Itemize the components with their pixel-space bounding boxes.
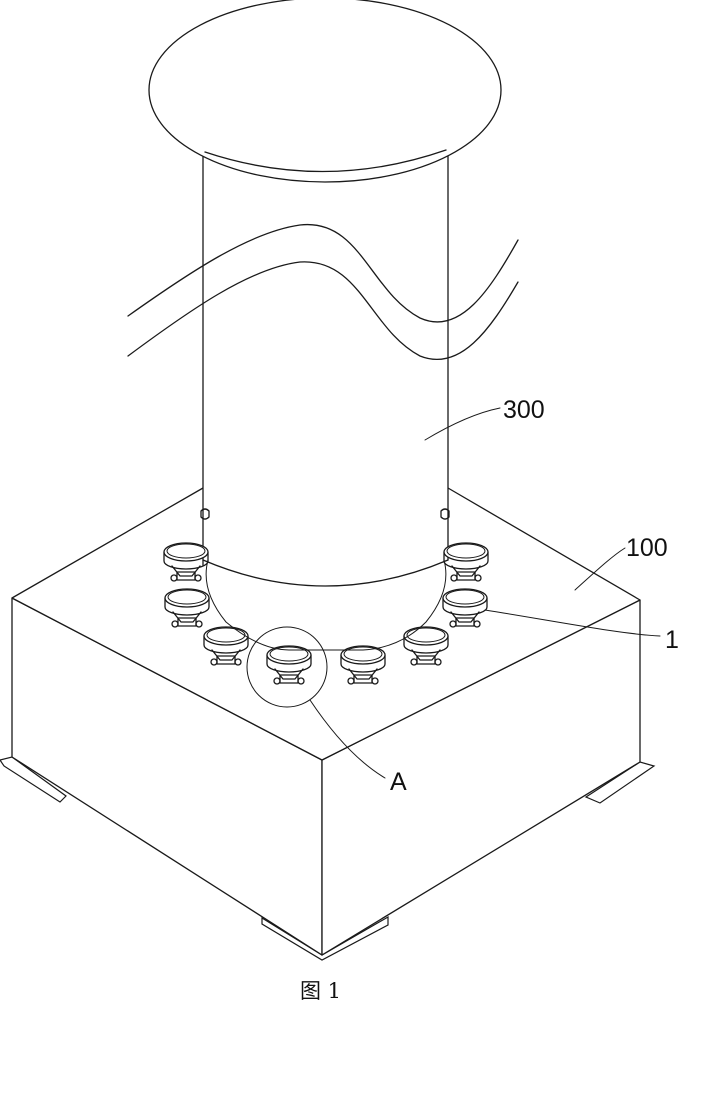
label-detail: A [390,768,407,796]
figure-caption: 图 1 [300,979,341,1003]
label-column: 300 [503,396,545,424]
column-top-plate [149,0,501,182]
label-base: 100 [626,534,668,562]
label-bearing: 1 [665,626,679,654]
